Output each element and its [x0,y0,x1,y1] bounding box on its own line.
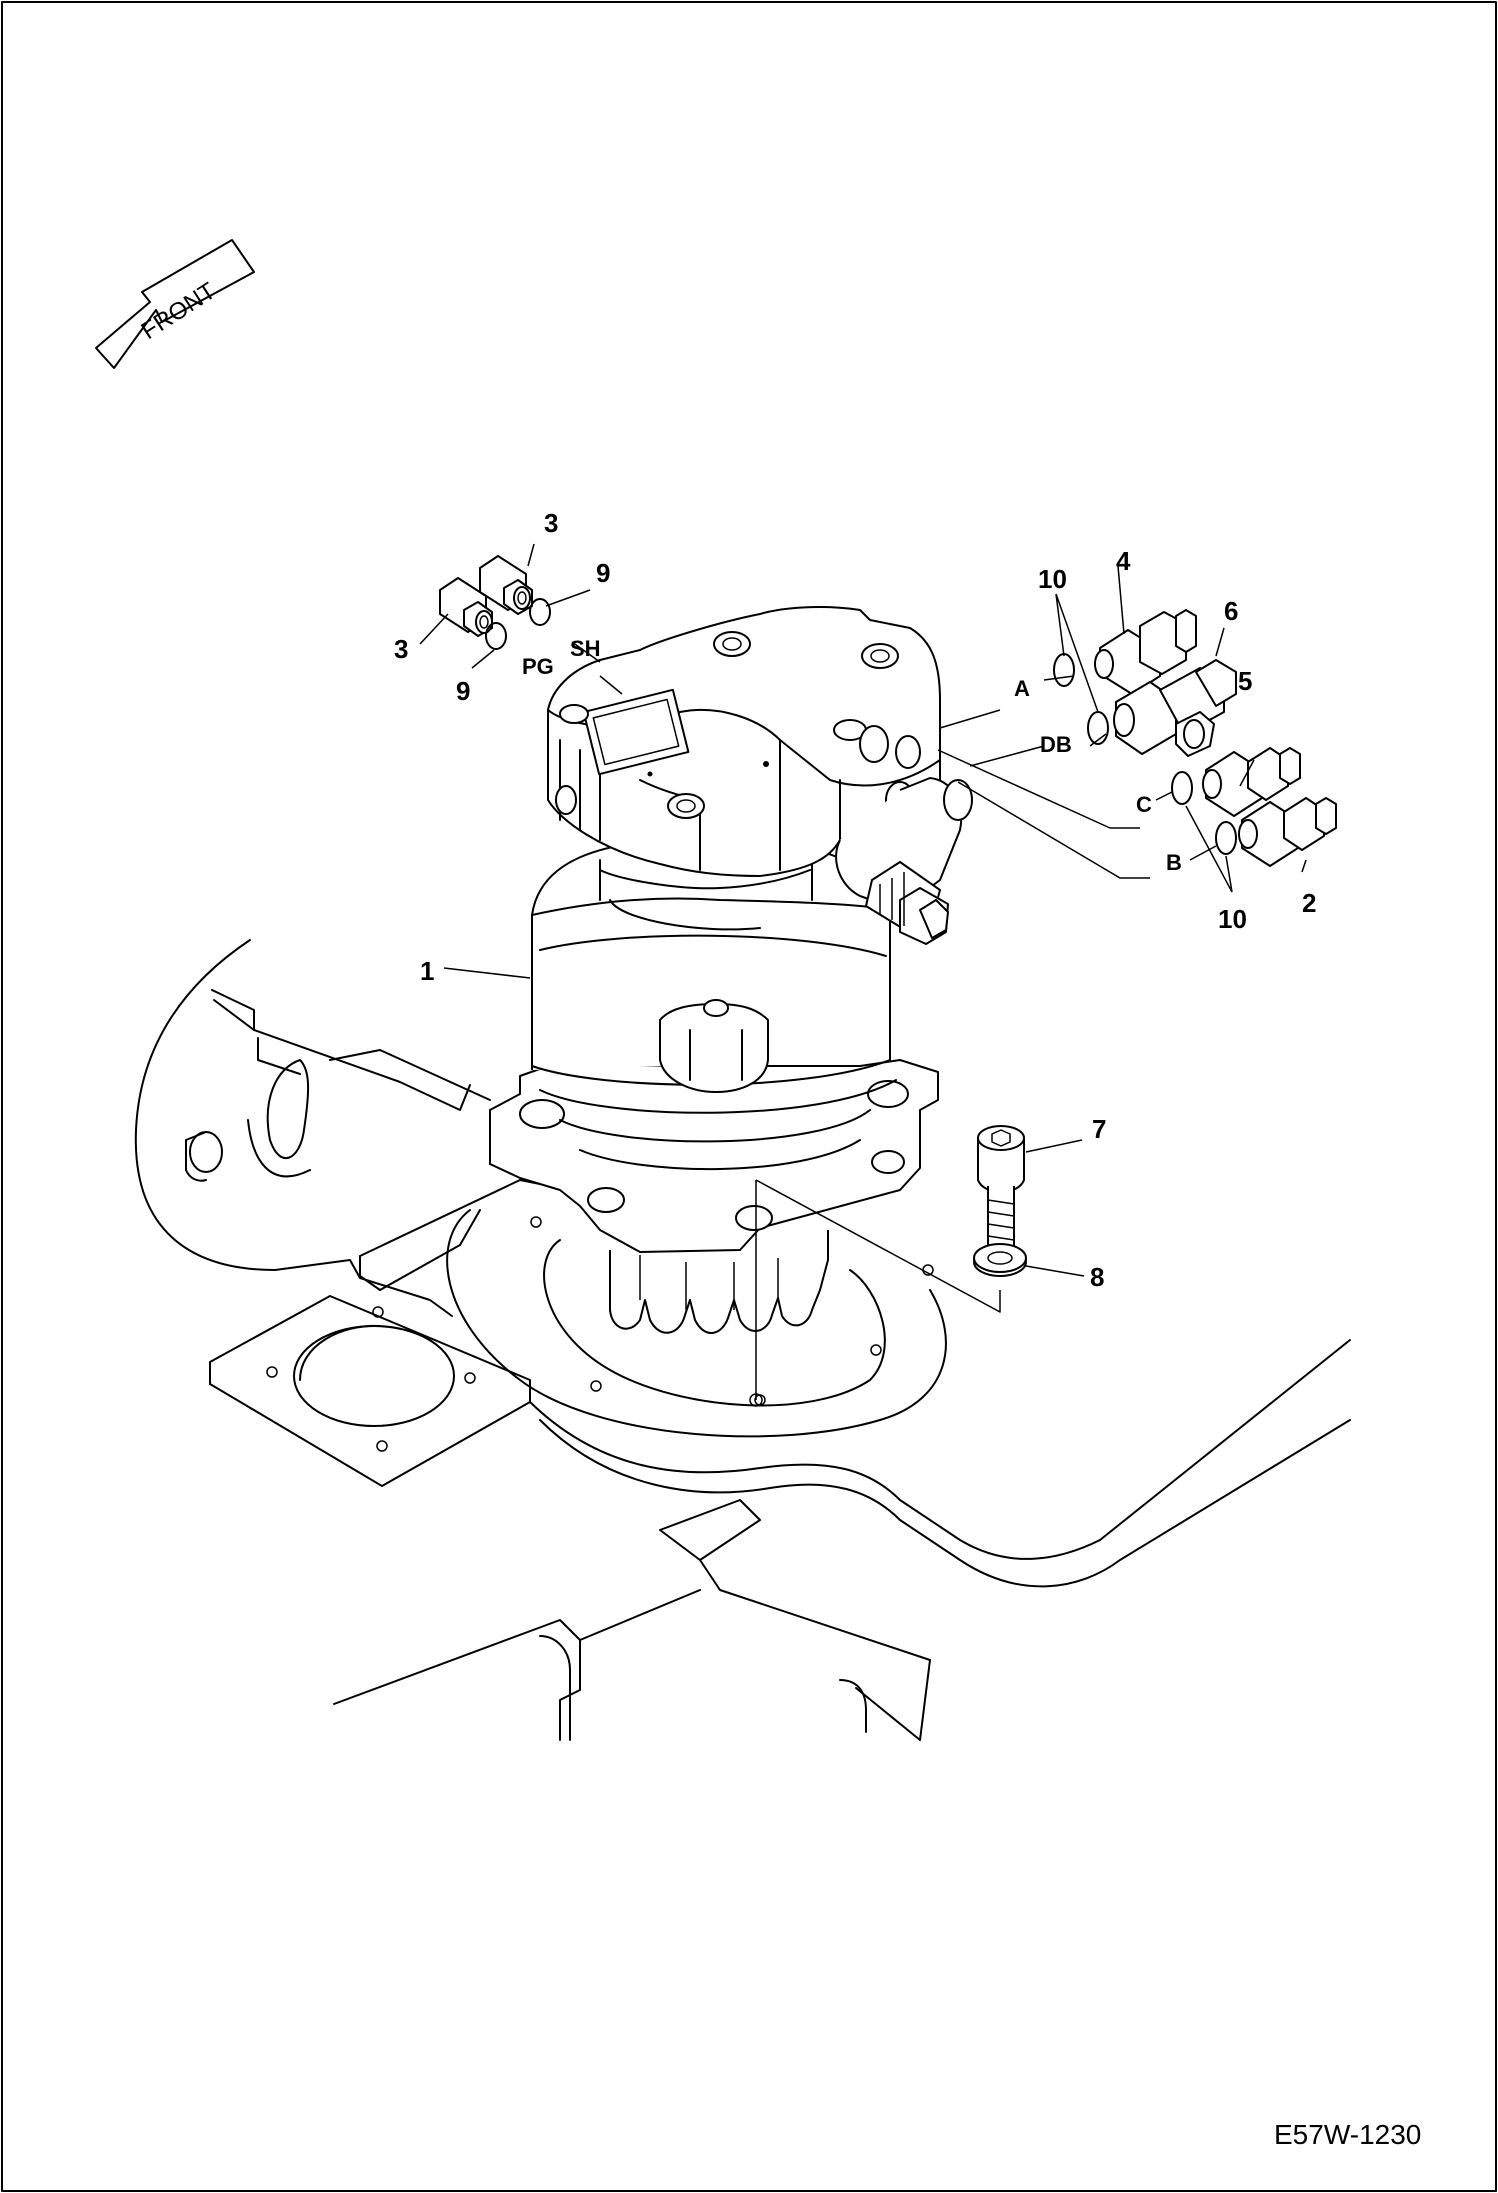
bolt-7 [977,1125,1025,1260]
callout-6: 6 [1224,596,1238,626]
fittings-3 [439,555,533,637]
upper-frame [134,939,1351,1741]
fitting-4 [1094,609,1197,695]
port-sh: SH [570,636,601,661]
callout-1: 1 [420,956,434,986]
elbow-fitting-6 [1113,659,1237,757]
callout-5: 5 [1238,666,1252,696]
fitting-2 [1238,797,1337,867]
callout-8: 8 [1090,1262,1104,1292]
port-db: DB [1040,732,1072,757]
callout-3-lower: 3 [394,634,408,664]
drawing-code: E57W-1230 [1274,2119,1421,2150]
washer-8 [973,1243,1027,1277]
o-rings-9 [485,598,551,650]
callout-9-lower: 9 [456,676,470,706]
callout-leaders [419,543,1307,1277]
callout-10-upper: 10 [1038,564,1067,594]
port-c: C [1136,792,1152,817]
port-a: A [1014,676,1030,701]
port-pg: PG [522,654,554,679]
port-b: B [1166,850,1182,875]
callout-10-lower: 10 [1218,904,1247,934]
fitting-5 [1202,747,1301,817]
front-arrow: FRONT [95,239,255,369]
callout-4: 4 [1116,546,1131,576]
callout-7: 7 [1092,1114,1106,1144]
callout-3-upper: 3 [544,508,558,538]
swing-motor-assembly [489,606,1150,1334]
o-rings-10-lower [1171,771,1237,855]
callout-2: 2 [1302,888,1316,918]
callout-9-upper: 9 [596,558,610,588]
